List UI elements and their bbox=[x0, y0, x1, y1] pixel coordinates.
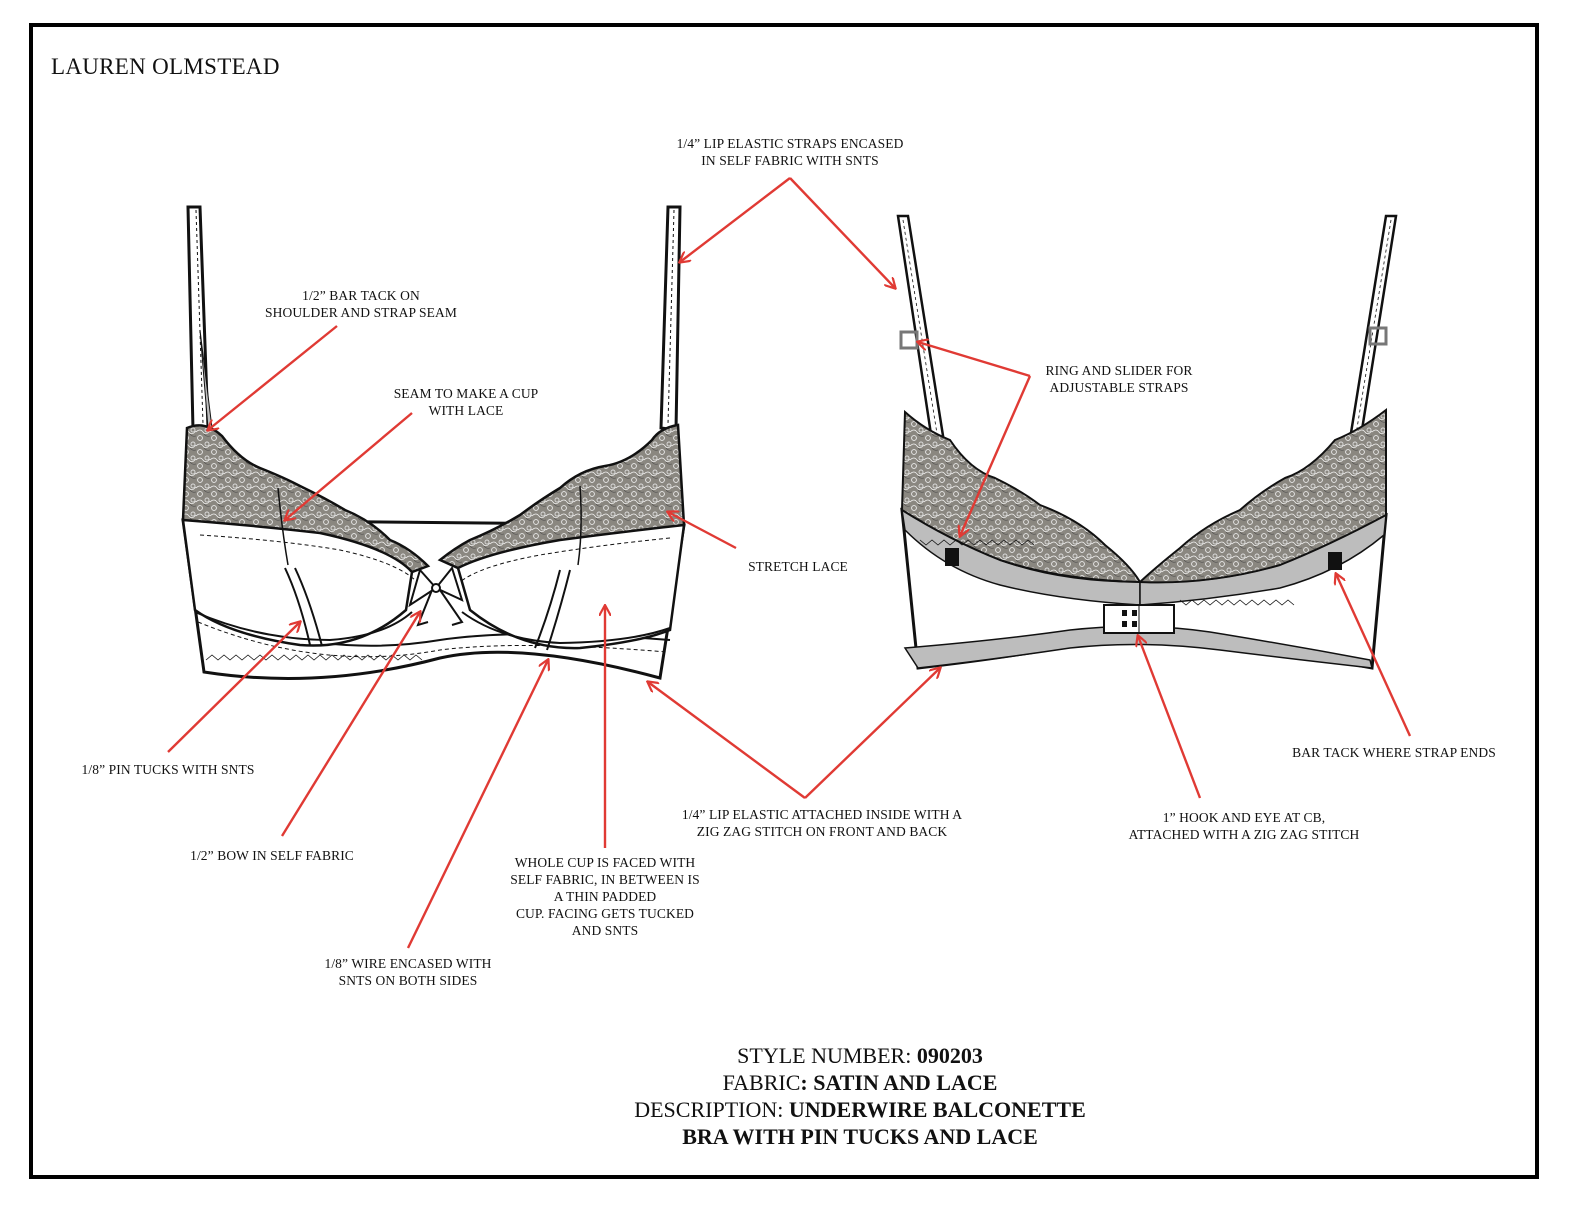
front-view bbox=[181, 205, 686, 680]
callout-cup-faced: WHOLE CUP IS FACED WITH SELF FABRIC, IN … bbox=[510, 855, 700, 938]
front-left-underwire bbox=[194, 611, 413, 642]
callout-straps: 1/4” LIP ELASTIC STRAPS ENCASED IN SELF … bbox=[676, 136, 904, 168]
arrow-ring-slider-bottom bbox=[960, 375, 1032, 536]
front-left-pin-tuck bbox=[284, 567, 311, 646]
front-right-underwire bbox=[461, 611, 671, 645]
arrow-bow bbox=[280, 612, 420, 837]
arrow-lip-elastic-right bbox=[804, 668, 940, 799]
back-left-slider bbox=[899, 330, 919, 350]
description-line-2: BRA WITH PIN TUCKS AND LACE bbox=[682, 1124, 1038, 1149]
front-zigzag-elastic bbox=[205, 654, 423, 661]
front-left-cup bbox=[181, 518, 414, 647]
back-left-lace bbox=[900, 409, 1142, 584]
style-number-line: STYLE NUMBER: 090203 bbox=[737, 1043, 983, 1068]
back-zigzag-elastic bbox=[919, 539, 1035, 546]
callout-wire: 1/8” WIRE ENCASED WITH SNTS ON BOTH SIDE… bbox=[324, 956, 492, 988]
callout-hook-eye: 1” HOOK AND EYE AT CB, ATTACHED WITH A Z… bbox=[1128, 810, 1360, 842]
arrow-straps-left bbox=[680, 177, 791, 262]
callout-bar-tack: 1/2” BAR TACK ON SHOULDER AND STRAP SEAM bbox=[265, 288, 457, 320]
back-hook-and-eye bbox=[1103, 604, 1175, 634]
front-right-strap bbox=[659, 205, 682, 432]
designer-name: LAUREN OLMSTEAD bbox=[51, 54, 280, 79]
back-right-lace bbox=[1137, 407, 1387, 584]
front-left-strap bbox=[186, 205, 213, 432]
sheet-border bbox=[29, 23, 1539, 1179]
callout-bow: 1/2” BOW IN SELF FABRIC bbox=[190, 848, 354, 863]
arrow-straps-right bbox=[789, 177, 895, 288]
callout-lip-elastic: 1/4” LIP ELASTIC ATTACHED INSIDE WITH A … bbox=[681, 807, 963, 839]
front-right-cup bbox=[456, 523, 686, 650]
description-line: DESCRIPTION: UNDERWIRE BALCONETTE bbox=[634, 1097, 1086, 1122]
arrow-seam bbox=[285, 412, 413, 520]
front-bow bbox=[408, 565, 464, 627]
callout-seam: SEAM TO MAKE A CUP WITH LACE bbox=[393, 386, 539, 418]
callout-pin-tucks: 1/8” PIN TUCKS WITH SNTS bbox=[81, 762, 255, 777]
arrow-ring-slider-top bbox=[918, 342, 1031, 378]
back-right-bar-tack bbox=[1328, 552, 1342, 570]
back-view bbox=[896, 214, 1398, 670]
arrow-lip-elastic-left bbox=[648, 682, 806, 799]
arrow-stretch-lace bbox=[668, 512, 737, 550]
callout-bar-tack-strap: BAR TACK WHERE STRAP ENDS bbox=[1292, 745, 1496, 760]
back-right-slider bbox=[1368, 326, 1388, 346]
arrow-pin-tucks bbox=[167, 622, 300, 753]
callout-stretch-lace: STRETCH LACE bbox=[748, 559, 848, 574]
arrow-hook-eye bbox=[1138, 636, 1202, 799]
arrow-bar-tack bbox=[208, 325, 338, 430]
fabric-line: FABRIC: SATIN AND LACE bbox=[722, 1070, 998, 1095]
arrow-wire bbox=[406, 660, 548, 949]
callout-ring-slider: RING AND SLIDER FOR ADJUSTABLE STRAPS bbox=[1045, 363, 1193, 395]
back-left-bar-tack bbox=[945, 548, 959, 566]
callout-arrows bbox=[167, 177, 1412, 949]
arrow-bar-tack-strap bbox=[1336, 574, 1412, 737]
